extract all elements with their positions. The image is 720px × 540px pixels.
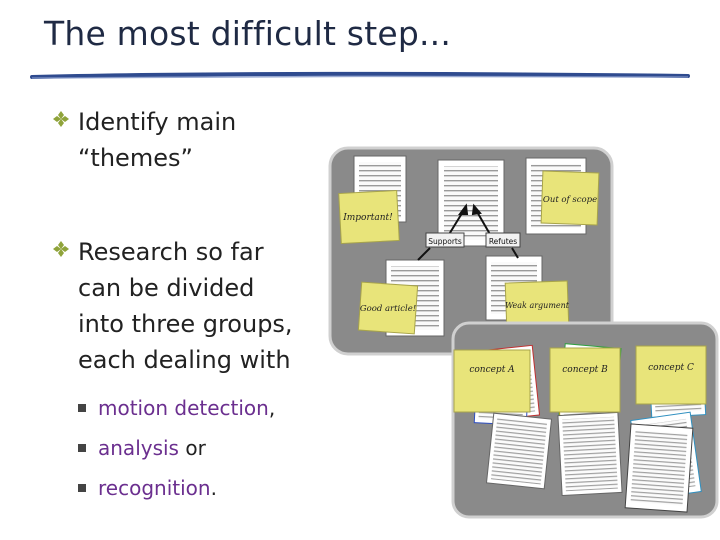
square-bullet-icon	[78, 443, 86, 452]
bullet-research-groups: Research so far can be divided into thre…	[52, 234, 348, 378]
sub-item-suffix: ,	[268, 396, 276, 420]
svg-text:concept C: concept C	[648, 363, 694, 373]
svg-text:Out of scope: Out of scope	[543, 195, 597, 205]
bullet-line: Research so far	[78, 238, 264, 266]
sticky-note-concept-b: concept B	[549, 347, 621, 413]
bullet-line: Identify main	[78, 108, 237, 136]
sub-item-analysis: analysis or	[78, 428, 206, 468]
sub-item-term: recognition	[98, 476, 211, 500]
sub-item-suffix: .	[210, 476, 217, 500]
square-bullet-icon	[78, 403, 86, 412]
bullet-line: can be divided	[78, 274, 255, 302]
sub-item-term: analysis	[98, 436, 179, 460]
bullet-identify-themes: Identify main “themes”	[52, 104, 338, 176]
sub-item-recognition: recognition.	[78, 468, 217, 508]
argument-map-figure: Supports Refutes Important! Out of scope…	[328, 146, 614, 356]
bullet-line: into three groups,	[78, 310, 293, 338]
svg-text:concept B: concept B	[562, 365, 608, 375]
concept-clusters-figure: concept A concept B concept C	[451, 321, 719, 519]
diamond-bullet-icon	[53, 111, 69, 127]
diamond-bullet-icon	[53, 241, 69, 257]
slide-title: The most difficult step...	[44, 14, 452, 53]
sub-item-suffix: or	[178, 436, 206, 460]
bullet-line: “themes”	[78, 144, 193, 172]
svg-text:Good article!: Good article!	[360, 304, 416, 314]
svg-text:concept A: concept A	[469, 365, 515, 375]
supports-label: Supports	[428, 237, 462, 246]
paper-stack-bottom	[485, 411, 623, 497]
svg-text:Weak argument: Weak argument	[505, 301, 570, 310]
sub-item-motion-detection: motion detection,	[78, 388, 275, 428]
sticky-note-important: Important!	[338, 189, 400, 245]
relation-arrows	[417, 203, 519, 261]
svg-text:Important!: Important!	[342, 213, 393, 223]
refutes-label: Refutes	[489, 237, 517, 246]
square-bullet-icon	[78, 483, 86, 492]
sticky-note-out-of-scope: Out of scope	[540, 170, 600, 226]
sub-item-term: motion detection	[98, 396, 269, 420]
sticky-note-good-article: Good article!	[357, 281, 419, 335]
bullet-line: each dealing with	[78, 346, 291, 374]
title-underline	[30, 71, 690, 79]
sticky-note-concept-a: concept A	[453, 349, 531, 413]
sticky-note-concept-c: concept C	[635, 345, 707, 405]
